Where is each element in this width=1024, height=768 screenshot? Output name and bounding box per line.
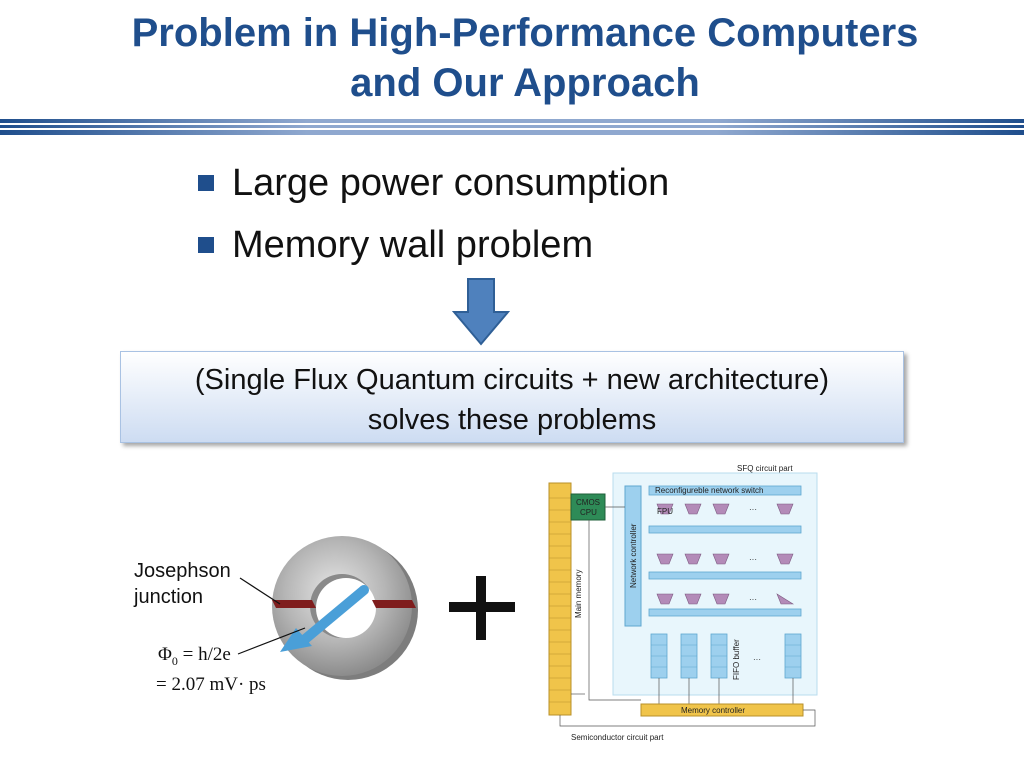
label-line-1: Josephson xyxy=(134,560,231,582)
sfq-circuit-label: SFQ circuit part xyxy=(737,464,793,473)
title-underline xyxy=(0,119,1024,135)
approach-line-2: solves these problems xyxy=(367,404,657,436)
bullet-list: Large power consumption Memory wall prob… xyxy=(198,152,669,276)
ellipsis-4: ··· xyxy=(753,655,761,664)
sfq-ring-icon xyxy=(237,536,418,680)
ellipsis-3: ··· xyxy=(749,595,757,604)
fifo-buffer-label: FIFO buffer xyxy=(732,639,741,680)
network-switch-label: Reconfigureble network switch xyxy=(655,486,764,495)
network-controller-block xyxy=(624,485,642,627)
bullet-text: Memory wall problem xyxy=(232,223,594,266)
square-bullet-icon xyxy=(198,237,214,253)
approach-box: (Single Flux Quantum circuits + new arch… xyxy=(120,351,904,443)
phi-subscript: 0 xyxy=(171,653,178,668)
architecture-diagram: SFQ circuit part Main memory CMOS CPU Ne… xyxy=(548,464,818,742)
josephson-junction-label: Josephson junction xyxy=(134,558,231,610)
memory-controller-label: Memory controller xyxy=(681,706,745,715)
slide-title: Problem in High-Performance Computers an… xyxy=(0,8,1024,108)
network-switch-row xyxy=(648,485,802,496)
title-line-1: Problem in High-Performance Computers xyxy=(131,11,919,55)
cmos-label: CMOS xyxy=(576,498,600,507)
bullet-power: Large power consumption xyxy=(198,152,669,214)
josephson-junction-figure: Josephson junction Φ0 = h/2e = 2.07 mV· … xyxy=(120,520,430,710)
semiconductor-circuit-label: Semiconductor circuit part xyxy=(571,733,664,742)
network-controller-label: Network controller xyxy=(629,523,638,588)
ellipsis-2: ··· xyxy=(749,555,757,564)
label-line-2: junction xyxy=(134,586,203,608)
cpu-label: CPU xyxy=(580,508,597,517)
ellipsis-1: ··· xyxy=(749,505,757,514)
title-line-2: and Our Approach xyxy=(350,61,700,105)
phi-symbol: Φ xyxy=(158,644,172,665)
cmos-cpu-block xyxy=(570,493,606,521)
fpu-units xyxy=(656,503,795,605)
approach-line-1: (Single Flux Quantum circuits + new arch… xyxy=(194,364,830,396)
flux-quantum-formula: Φ0 = h/2e xyxy=(158,644,231,669)
down-arrow-icon xyxy=(452,278,510,346)
phi-equation: = h/2e xyxy=(177,644,231,665)
plus-icon xyxy=(449,576,515,640)
main-memory-block xyxy=(548,482,572,716)
flux-quantum-value: = 2.07 mV· ps xyxy=(156,674,266,695)
main-memory-label: Main memory xyxy=(574,570,583,618)
square-bullet-icon xyxy=(198,175,214,191)
bullet-memory-wall: Memory wall problem xyxy=(198,214,669,276)
bullet-text: Large power consumption xyxy=(232,161,670,204)
fpu-label: FPU xyxy=(657,507,673,516)
